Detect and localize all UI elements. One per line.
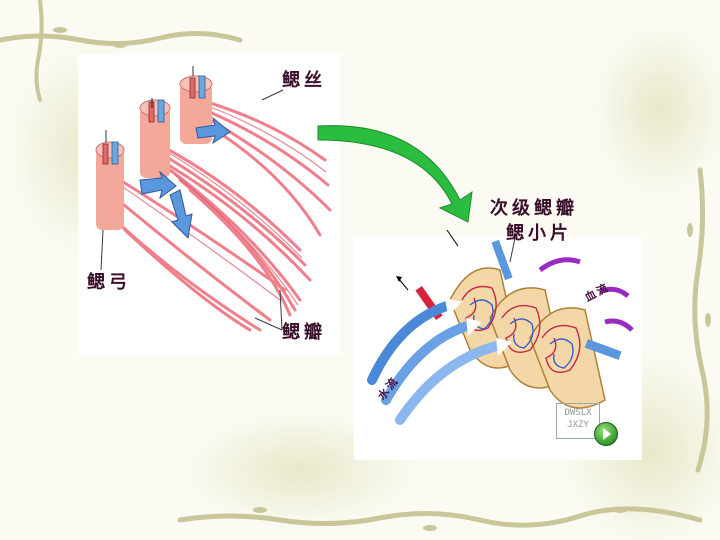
gill-filament-shading (119, 104, 327, 306)
water-flow-arrow-2 (381, 320, 475, 405)
water-flow-arrow-3 (395, 340, 505, 425)
secondary-gill-plate-label: 次级鳃瓣 (490, 198, 578, 219)
gill-filaments (113, 98, 332, 332)
play-icon[interactable] (594, 422, 618, 446)
gill-arch-label: 鳃弓 (87, 272, 131, 293)
vine-bottom (177, 506, 703, 528)
watermark-line-1: DWSLX (564, 408, 592, 418)
watermark: DWSLX JXZY (556, 403, 600, 439)
watermark-line-2: JXZY (567, 420, 589, 430)
gill-filament-label: 鳃丝 (282, 70, 326, 91)
gill-plate-detail (367, 229, 634, 425)
gill-plate-label: 鳃小片 (506, 223, 572, 244)
water-flow-arrow-1 (367, 300, 455, 385)
gill-lamella-label: 鳃瓣 (282, 322, 326, 343)
vine-right (692, 167, 710, 473)
water-flow-arrows-left (139, 116, 231, 240)
leader-lines (100, 89, 516, 331)
gill-arch (95, 66, 213, 230)
magnify-arrow (317, 125, 473, 223)
afferent-vessel (491, 239, 513, 281)
